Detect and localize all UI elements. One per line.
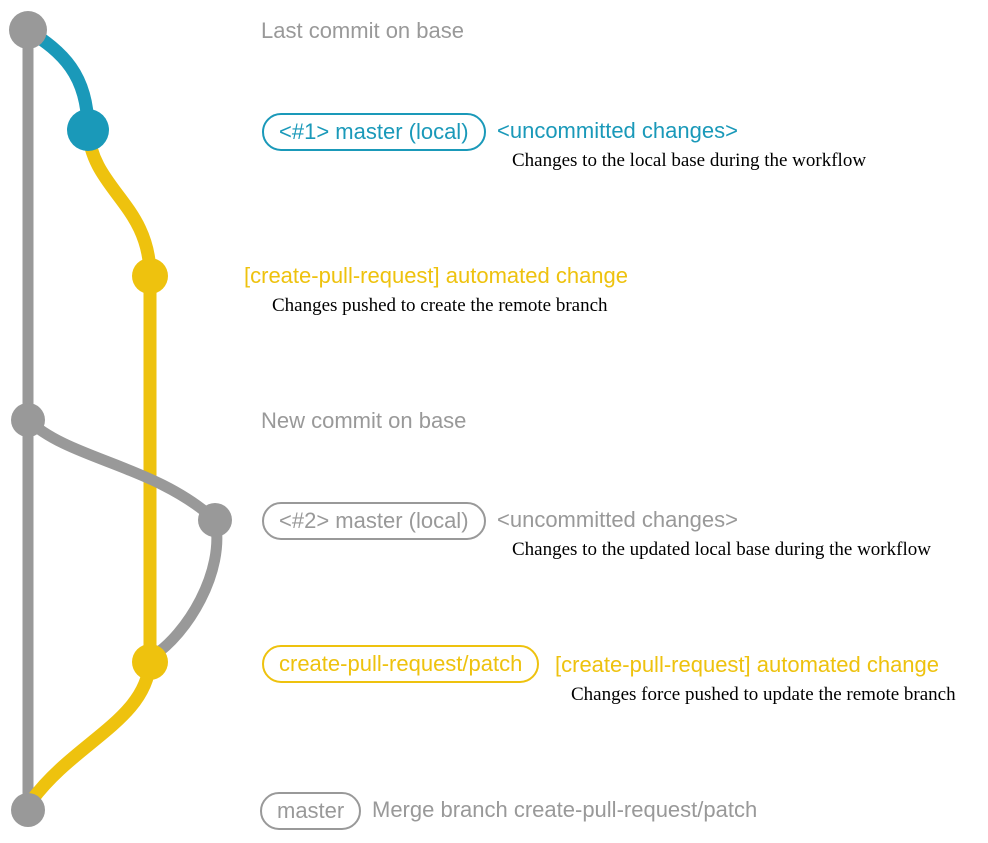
commit-dot-patch-2 xyxy=(132,644,168,680)
badge-master: master xyxy=(260,792,362,830)
label-automated-change-2: [create-pull-request] automated change xyxy=(555,652,940,677)
label-last-commit-on-base: Last commit on base xyxy=(261,18,464,43)
patch-branch-line-upper xyxy=(81,123,157,283)
rebase-to-patch-line xyxy=(147,514,223,662)
commit-dot-base-tip xyxy=(9,11,47,49)
desc-uncommitted-changes-2: Changes to the updated local base during… xyxy=(512,539,931,560)
local-master-branch-1-line xyxy=(21,23,95,137)
commit-dot-patch-1 xyxy=(132,258,168,294)
badge-master-local-2: <#2> master (local) xyxy=(262,502,486,540)
label-automated-change-1: [create-pull-request] automated change xyxy=(244,263,629,288)
local-master-branch-2-line xyxy=(22,414,221,526)
badge-create-pull-request-patch: create-pull-request/patch xyxy=(262,645,540,683)
badge-master-local-1: <#1> master (local) xyxy=(262,113,486,151)
merge-to-base-line xyxy=(25,655,157,807)
label-uncommitted-changes-2: <uncommitted changes> xyxy=(497,507,738,532)
commit-dot-base-new xyxy=(11,403,45,437)
commit-dot-local-1 xyxy=(67,109,109,151)
label-uncommitted-changes-1: <uncommitted changes> xyxy=(497,118,738,143)
label-new-commit-on-base: New commit on base xyxy=(261,408,467,433)
desc-uncommitted-changes-1: Changes to the local base during the wor… xyxy=(512,150,867,171)
commit-dot-local-2 xyxy=(198,503,232,537)
commit-dot-merge xyxy=(11,793,45,827)
desc-automated-change-1: Changes pushed to create the remote bran… xyxy=(272,295,608,316)
label-merge-branch: Merge branch create-pull-request/patch xyxy=(372,797,758,822)
desc-automated-change-2: Changes force pushed to update the remot… xyxy=(571,684,956,705)
